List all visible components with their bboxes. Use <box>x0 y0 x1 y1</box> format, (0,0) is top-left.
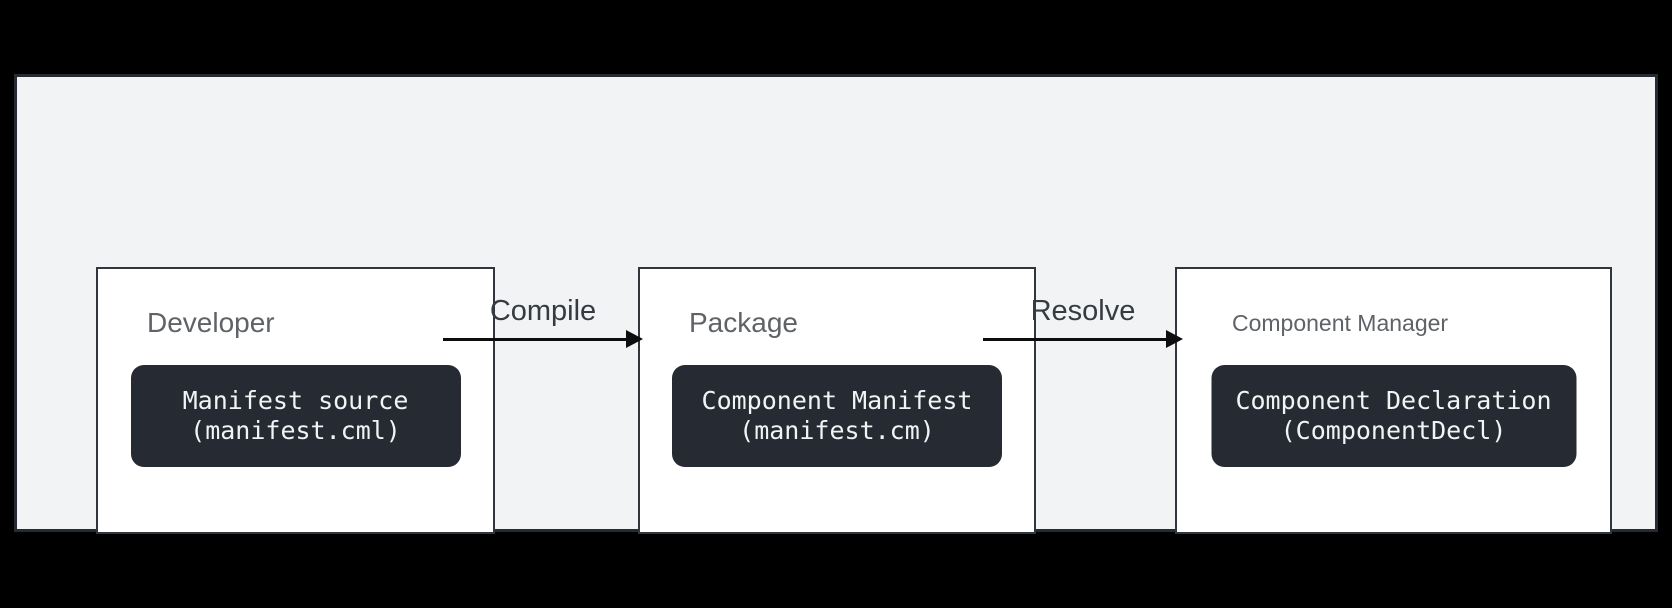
node-component-manager: Component Manager Component Declaration … <box>1175 267 1612 534</box>
arrow-resolve-line <box>983 338 1167 341</box>
artifact-line2: (manifest.cm) <box>739 416 935 445</box>
arrow-resolve-head-icon <box>1166 330 1183 348</box>
node-package: Package Component Manifest (manifest.cm) <box>638 267 1036 534</box>
artifact-line2: (ComponentDecl) <box>1280 416 1507 445</box>
arrow-compile-line <box>443 338 627 341</box>
node-title-developer: Developer <box>147 307 275 338</box>
artifact-manifest-source: Manifest source (manifest.cml) <box>130 365 461 467</box>
artifact-component-declaration: Component Declaration (ComponentDecl) <box>1211 365 1576 467</box>
artifact-line1: Component Manifest <box>701 386 973 415</box>
node-title-component-manager: Component Manager <box>1232 310 1449 336</box>
artifact-line1: Manifest source <box>182 386 409 415</box>
edge-label-compile: Compile <box>489 295 597 327</box>
edge-label-resolve: Resolve <box>1030 295 1136 327</box>
artifact-component-manifest: Component Manifest (manifest.cm) <box>672 365 1002 467</box>
node-developer: Developer Manifest source (manifest.cml) <box>96 267 495 534</box>
artifact-line1: Component Declaration <box>1235 386 1552 415</box>
diagram-panel: Developer Manifest source (manifest.cml)… <box>14 74 1658 534</box>
node-title-package: Package <box>689 307 798 338</box>
artifact-line2: (manifest.cml) <box>190 416 401 445</box>
arrow-compile-head-icon <box>626 330 643 348</box>
